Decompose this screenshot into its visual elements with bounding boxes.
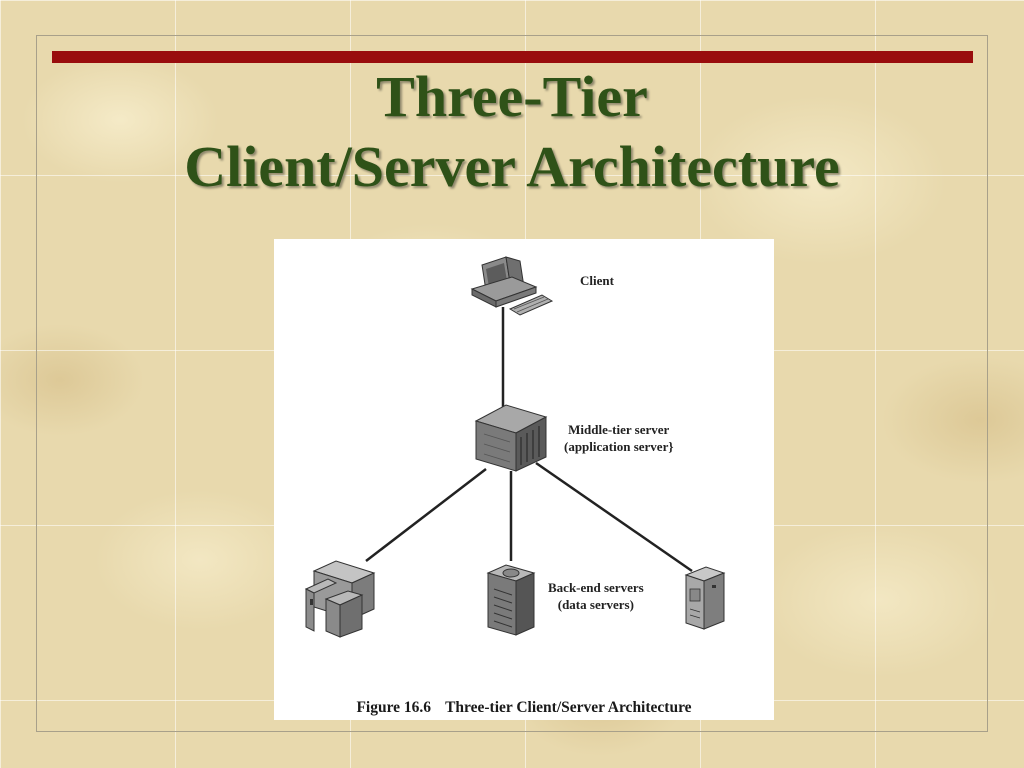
rack-server-icon [474, 404, 548, 472]
desktop-computer-icon [470, 256, 554, 316]
mainframe-cabinet-icon [304, 560, 376, 638]
cabinet-server-icon [684, 566, 726, 630]
client-label: Client [580, 273, 614, 288]
figure-caption: Figure 16.6 Three-tier Client/Server Arch… [274, 699, 774, 717]
back-end-label-line-1: Back-end servers [548, 580, 644, 595]
architecture-figure: Client Middle-tier server (application s… [274, 239, 774, 720]
link-middle-left [365, 468, 487, 562]
figure-caption-text: Three-tier Client/Server Architecture [445, 699, 692, 716]
middle-tier-label-line-2: (application server} [564, 439, 674, 454]
middle-tier-label: Middle-tier server (application server} [564, 421, 673, 455]
figure-caption-number: Figure 16.6 [356, 699, 432, 716]
middle-tier-label-line-1: Middle-tier server [568, 422, 670, 437]
slide-title-line-2: Client/Server Architecture [184, 134, 840, 199]
architecture-diagram [304, 256, 726, 638]
title-accent-bar [52, 51, 973, 63]
back-end-label: Back-end servers (data servers) [548, 579, 644, 613]
link-middle-right [535, 461, 693, 573]
slide-frame [36, 35, 988, 732]
slide-title: Three-Tier Client/Server Architecture [36, 62, 988, 202]
tower-server-icon [486, 564, 536, 636]
back-end-label-line-2: (data servers) [557, 597, 634, 612]
slide-title-line-1: Three-Tier [376, 64, 648, 129]
